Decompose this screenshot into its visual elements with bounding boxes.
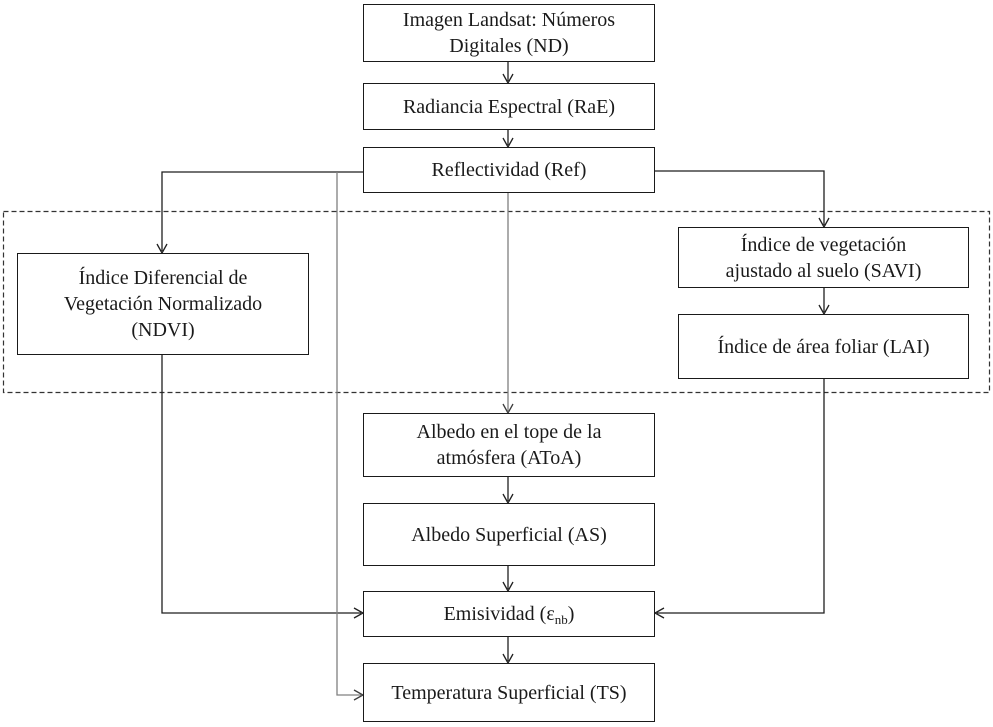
edge-ref-savi [655, 170, 825, 225]
node-label-line: Índice de área foliar (LAI) [717, 335, 930, 358]
node-label-line: Radiancia Espectral (RaE) [402, 95, 616, 118]
emisividad-label-pre: Emisividad (ε [443, 603, 555, 625]
edge-ref-ts [336, 172, 361, 696]
node-imagen-landsat: Imagen Landsat: Números Digitales (ND) [363, 4, 655, 62]
edge-ndvi-emis [161, 355, 361, 614]
arrowhead-lai-emis [653, 607, 665, 619]
node-lai: Índice de área foliar (LAI) [678, 314, 969, 379]
node-label-line: Digitales (ND) [449, 35, 569, 57]
edge-ref-ndvi [161, 171, 363, 251]
node-emisividad: Emisividad (εnb) [363, 591, 655, 637]
dashed-group-border [2, 210, 991, 394]
emisividad-label-post: ) [567, 603, 575, 625]
node-radiancia-espectral: Radiancia Espectral (RaE) [363, 83, 655, 130]
node-label-line: (NDVI) [131, 319, 195, 341]
node-label-line: atmósfera (AToA) [436, 447, 582, 469]
node-label-line: Albedo Superficial (AS) [411, 523, 607, 546]
node-label-line: Imagen Landsat: Números [402, 9, 616, 31]
node-temperatura-superficial: Temperatura Superficial (TS) [363, 663, 655, 722]
node-reflectividad: Reflectividad (Ref) [363, 147, 655, 193]
node-label-line: Vegetación Normalizado [63, 293, 263, 315]
node-label-line: Índice Diferencial de [78, 267, 248, 289]
node-albedo-superficial: Albedo Superficial (AS) [363, 503, 655, 566]
emisividad-subscript: nb [554, 612, 568, 627]
node-savi: Índice de vegetación ajustado al suelo (… [678, 227, 969, 288]
node-label-line: Albedo en el tope de la [416, 421, 602, 443]
node-label-line: Índice de vegetación [740, 233, 907, 256]
node-label-line: Emisividad (εnb) [444, 601, 575, 627]
node-label-line: Temperatura Superficial (TS) [391, 681, 627, 704]
edge-lai-emis [657, 379, 825, 614]
node-label-line: Reflectividad (Ref) [431, 159, 587, 181]
node-ndvi: Índice Diferencial de Vegetación Normali… [17, 253, 309, 355]
node-albedo-tope-atmosfera: Albedo en el tope de la atmósfera (AToA) [363, 413, 655, 477]
node-label-line: ajustado al suelo (SAVI) [725, 259, 922, 282]
